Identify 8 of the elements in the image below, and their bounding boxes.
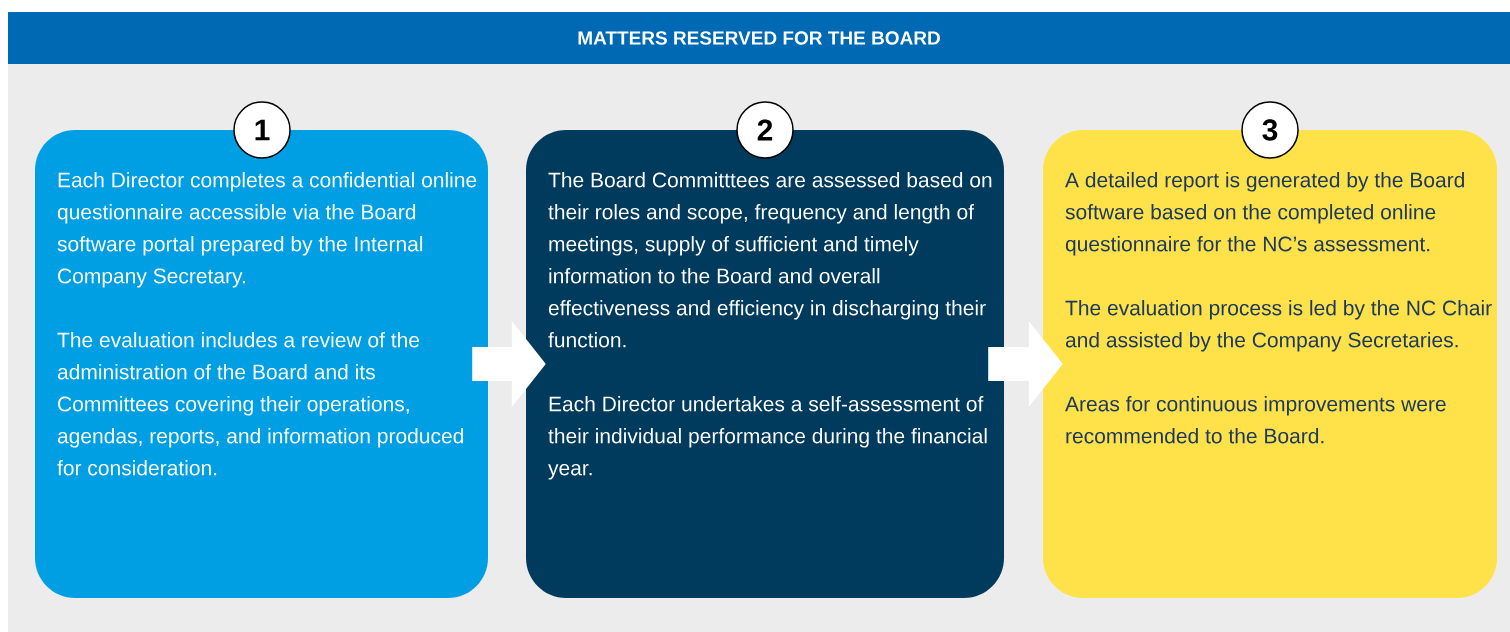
body-text: The evaluation process is led by the NC Chair and assisted by the Company Secretaries. [1065, 300, 1492, 352]
body-text: Each Director undertakes a self-assessment of their individual performance during the financial year. [548, 396, 987, 480]
body-text: A detailed report is generated by the Board software based on the completed online questionnaire for the NC’s assessment. [1065, 172, 1464, 256]
title-band: MATTERS RESERVED FOR THE BOARD [8, 12, 1510, 64]
body-text: Each Director completes a confidential online questionnaire accessible via the Board software portal prepared by the Internal Company Secretary. [57, 172, 477, 288]
body-text: The evaluation includes a review of the administration of the Board and its Committees covering their operations, agendas, reports, and information produced for consideration. [57, 332, 463, 476]
body-text: Areas for continuous improvements were recommended to the Board. [1065, 396, 1446, 444]
body-text: The Board Committtees are assessed based on their roles and scope, frequency and length of meetings, supply of sufficient and timely information to the Board and overall effectiveness and efficiency in discharging their function. [548, 172, 992, 348]
